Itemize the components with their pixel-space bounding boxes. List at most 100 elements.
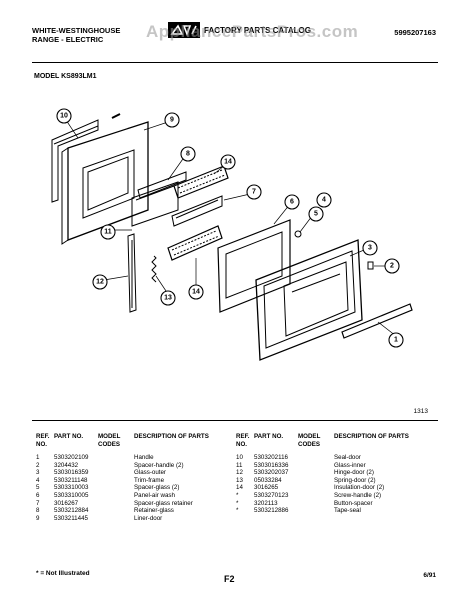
col-ref-no: REF. NO. bbox=[36, 433, 50, 448]
svg-text:9: 9 bbox=[170, 117, 174, 124]
table-row: 6 5303310005 Panel-air wash bbox=[36, 492, 222, 500]
model-codes-cell bbox=[298, 484, 334, 492]
callout-7: 7 bbox=[246, 184, 262, 200]
part-no-cell: 5303211445 bbox=[54, 514, 88, 522]
description-cell: Trim-frame bbox=[134, 476, 165, 484]
ref-cell: 10 bbox=[236, 454, 243, 461]
brand-header: WHITE-WESTINGHOUSE RANGE - ELECTRIC bbox=[32, 26, 172, 44]
col-description: DESCRIPTION OF PARTS bbox=[134, 433, 209, 440]
part-no-cell: 5303270123 bbox=[254, 491, 289, 499]
parts-table-left: REF. NO. PART NO. MODEL CODES DESCRIPTIO… bbox=[36, 433, 222, 522]
callout-14-bottom: 14 bbox=[188, 284, 204, 300]
ref-cell: 12 bbox=[236, 469, 243, 477]
model-codes-cell bbox=[98, 492, 134, 500]
liner-door-drawing bbox=[61, 121, 149, 245]
description-cell: Screw-handle (2) bbox=[334, 491, 382, 499]
description-cell: Panel-air wash bbox=[134, 491, 175, 499]
parts-catalog-page: WHITE-WESTINGHOUSE RANGE - ELECTRIC FACT… bbox=[28, 10, 442, 590]
callout-13: 13 bbox=[160, 290, 176, 306]
callout-9: 9 bbox=[164, 112, 180, 128]
ref-cell: 3 bbox=[36, 469, 40, 477]
table-row: 12 5303202037 Hinge-door (2) bbox=[236, 469, 422, 477]
model-codes-cell bbox=[298, 507, 334, 515]
exploded-door-diagram: 1 2 3 4 5 6 7 8 9 10 11 12 13 14 14 bbox=[51, 108, 413, 361]
table-row: 13 05033284 Spring-door (2) bbox=[236, 477, 422, 485]
figure-code: 1313 bbox=[413, 408, 428, 415]
ref-cell: 9 bbox=[36, 514, 40, 522]
description-cell: Spring-door (2) bbox=[334, 476, 376, 484]
not-illustrated-note: * = Not Illustrated bbox=[36, 570, 90, 577]
ref-cell: 2 bbox=[36, 461, 40, 469]
insulation-bottom-drawing bbox=[167, 225, 223, 261]
model-codes-cell bbox=[98, 500, 134, 508]
description-cell: Spacer-glass retainer bbox=[134, 499, 193, 507]
model-codes-cell bbox=[98, 477, 134, 485]
svg-text:3: 3 bbox=[368, 245, 372, 252]
svg-text:14: 14 bbox=[192, 289, 200, 296]
description-cell: Button-spacer bbox=[334, 499, 373, 507]
ref-cell: * bbox=[236, 507, 239, 515]
svg-text:11: 11 bbox=[104, 229, 112, 236]
part-no-cell: 5303016336 bbox=[254, 461, 289, 469]
col-part-no: PART NO. bbox=[254, 433, 284, 440]
ref-cell: 1 bbox=[36, 454, 40, 461]
col-description: DESCRIPTION OF PARTS bbox=[334, 433, 409, 440]
parts-table-right: REF. NO. PART NO. MODEL CODES DESCRIPTIO… bbox=[236, 433, 422, 515]
description-cell: Glass-inner bbox=[334, 461, 366, 469]
table-header-row: REF. NO. PART NO. MODEL CODES DESCRIPTIO… bbox=[36, 433, 222, 448]
seal-door-drawing bbox=[51, 119, 99, 203]
brand-line-1: WHITE-WESTINGHOUSE bbox=[32, 26, 121, 35]
callout-4: 4 bbox=[316, 192, 332, 208]
part-no-cell: 5303211148 bbox=[54, 476, 88, 484]
trim-frame-drawing bbox=[255, 239, 363, 361]
glass-retainer-drawing bbox=[137, 171, 187, 199]
spacer-retainer-drawing bbox=[171, 195, 223, 227]
callout-2: 2 bbox=[384, 258, 400, 274]
panel-air-wash-drawing bbox=[217, 219, 291, 313]
model-codes-cell bbox=[298, 454, 334, 462]
inner-glass-drawing bbox=[131, 181, 179, 227]
callout-3: 3 bbox=[362, 240, 378, 256]
description-cell: Seal-door bbox=[334, 454, 361, 461]
part-no-cell: 5303202037 bbox=[254, 469, 289, 477]
ref-cell: 11 bbox=[236, 461, 243, 469]
part-no-cell: 3202113 bbox=[254, 499, 278, 507]
handle-drawing bbox=[341, 303, 413, 339]
description-cell: Spacer-handle (2) bbox=[134, 461, 184, 469]
callout-8: 8 bbox=[180, 146, 196, 162]
ref-cell: 5 bbox=[36, 484, 40, 492]
brand-logo-icon bbox=[168, 22, 200, 38]
callout-12: 12 bbox=[92, 274, 108, 290]
svg-text:2: 2 bbox=[390, 263, 394, 270]
part-no-cell: 5303202109 bbox=[54, 454, 89, 461]
svg-text:7: 7 bbox=[252, 189, 256, 196]
svg-text:13: 13 bbox=[164, 295, 172, 302]
spacer-glass-drawing bbox=[294, 230, 302, 238]
part-no-cell: 05033284 bbox=[254, 476, 282, 484]
svg-text:10: 10 bbox=[60, 113, 68, 120]
description-cell: Hinge-door (2) bbox=[334, 469, 374, 477]
part-no-cell: 5303310005 bbox=[54, 491, 89, 499]
callout-5: 5 bbox=[308, 206, 324, 222]
ref-cell: 6 bbox=[36, 491, 40, 499]
model-label: MODEL KS893LM1 bbox=[34, 73, 97, 80]
model-codes-cell bbox=[98, 462, 134, 470]
svg-text:12: 12 bbox=[96, 279, 104, 286]
model-codes-cell bbox=[98, 507, 134, 515]
table-header-row: REF. NO. PART NO. MODEL CODES DESCRIPTIO… bbox=[236, 433, 422, 448]
model-codes-cell bbox=[298, 492, 334, 500]
description-cell: Glass-outer bbox=[134, 469, 166, 477]
brand-line-2: RANGE - ELECTRIC bbox=[32, 35, 104, 44]
ref-cell: 13 bbox=[236, 476, 243, 484]
part-no-cell: 3016267 bbox=[54, 499, 79, 507]
callout-10: 10 bbox=[56, 108, 72, 124]
